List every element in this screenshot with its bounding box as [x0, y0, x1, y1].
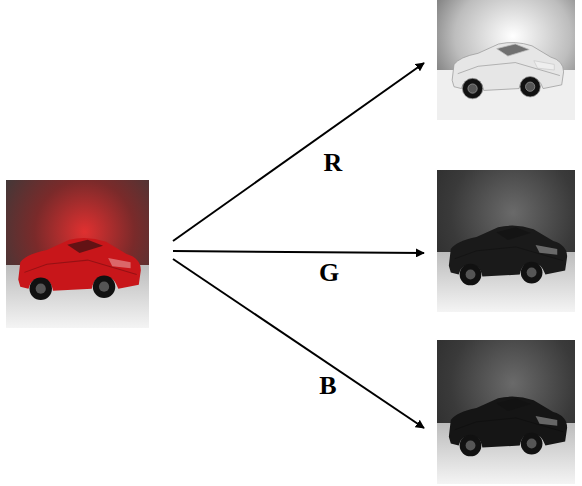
channel-label: R — [324, 150, 343, 176]
channel-label: G — [319, 260, 339, 286]
arrow — [173, 251, 424, 253]
blue-channel-photo — [437, 340, 575, 484]
arrow — [173, 63, 424, 241]
red-channel-photo — [437, 0, 575, 120]
arrow — [173, 259, 424, 428]
channel-label: B — [319, 373, 336, 399]
green-channel-photo — [437, 170, 575, 312]
color-photo — [6, 180, 149, 328]
